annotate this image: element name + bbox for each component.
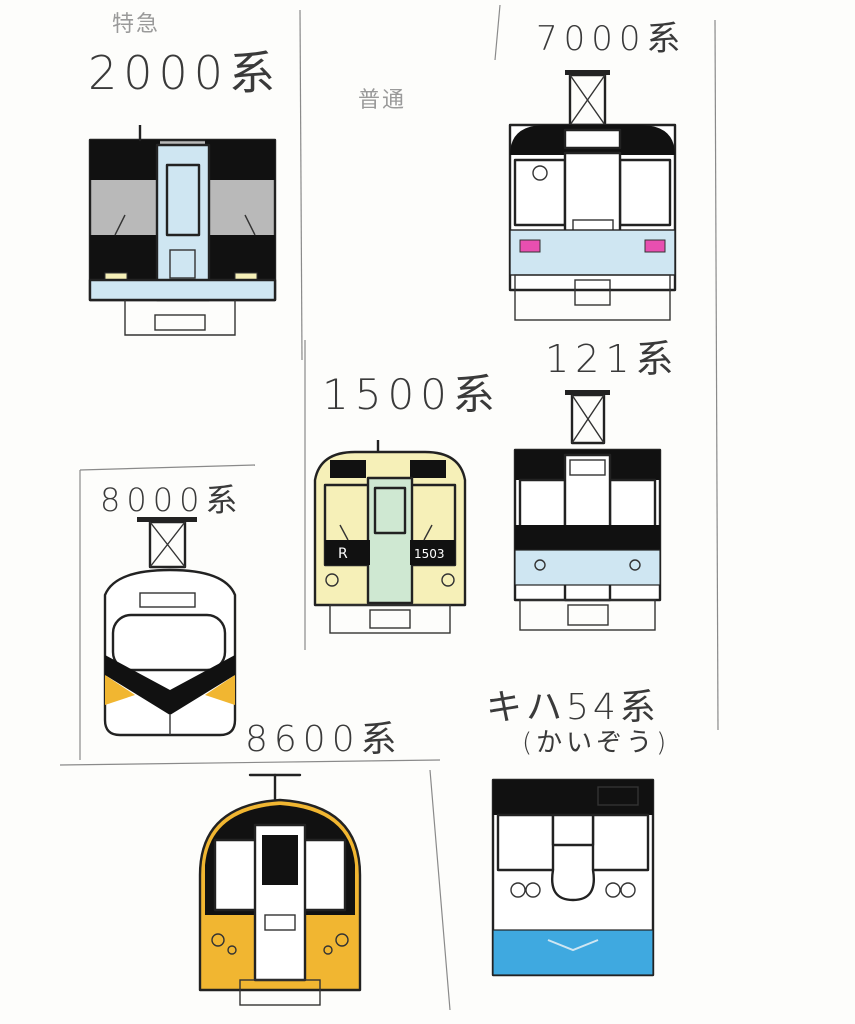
train-2000-series: [88, 125, 277, 336]
label-8600-series: 8600系: [245, 719, 403, 760]
label-kiha54-note: (かいぞう): [522, 728, 671, 758]
label-8000-series: 8000系: [100, 481, 244, 519]
label-7000-series: 7000系: [536, 19, 687, 59]
train-1500-series: R 1503: [313, 440, 467, 634]
train-7000-series: [508, 70, 677, 321]
train-8000-series: [103, 517, 237, 737]
label-121-series: 121系: [545, 337, 680, 381]
train-1500-mark: R: [338, 546, 348, 562]
train-8600-series: [198, 773, 362, 1006]
label-1500-series: 1500系: [322, 370, 501, 419]
label-2000-series: 2000系: [88, 46, 282, 100]
faint-note-futsu: 普通: [358, 88, 407, 113]
train-kiha54-series: [491, 778, 655, 977]
train-121-series: [513, 390, 662, 631]
train-1500-number: 1503: [414, 547, 445, 561]
label-kiha54-series: キハ54系: [486, 687, 660, 728]
faint-note-tokkyu: 特急: [112, 12, 161, 37]
